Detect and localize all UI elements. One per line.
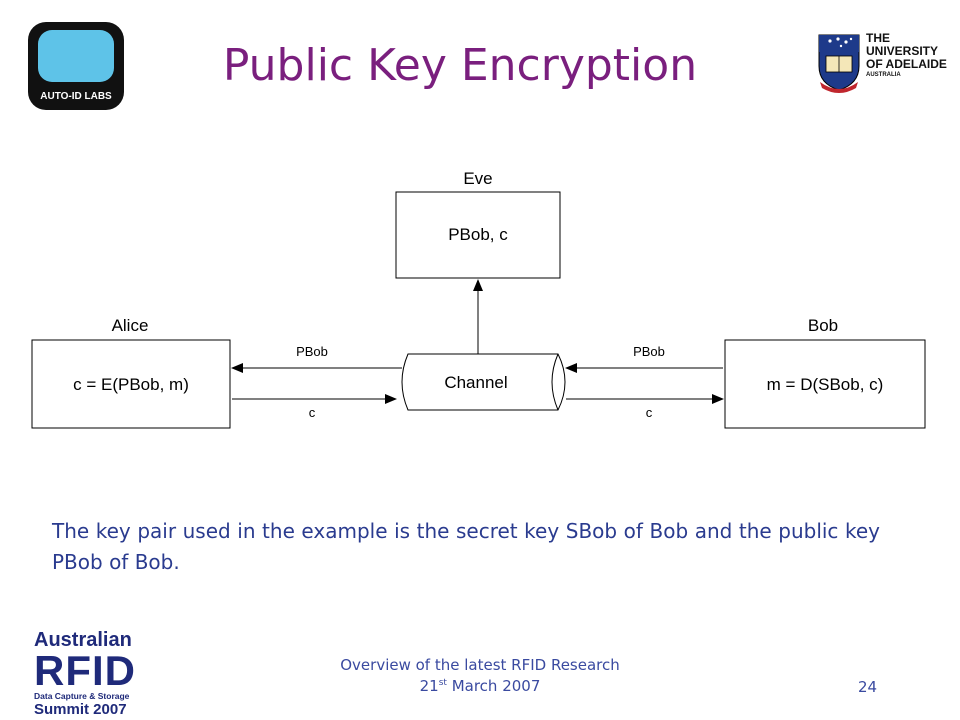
eve-box — [395, 191, 561, 279]
channel-to-bob-label: c — [646, 405, 653, 420]
summit-line3: Data Capture & Storage — [34, 691, 130, 701]
bob-label: Bob — [808, 316, 838, 335]
university-line1: THE UNIVERSITY — [866, 31, 939, 58]
eve-label: Eve — [463, 169, 492, 188]
encryption-diagram: Eve PBob, c Alice c = E(PBob, m) Bob m =… — [31, 169, 926, 429]
bob-box — [724, 339, 926, 429]
alice-box-text: c = E(PBob, m) — [73, 375, 189, 394]
summit-line2: RFID — [34, 647, 136, 694]
footer: Overview of the latest RFID Research 21s… — [290, 656, 670, 695]
bob-box-text: m = D(SBob, c) — [767, 375, 884, 394]
alice-box — [31, 339, 231, 429]
bob-to-channel-label: PBob — [633, 344, 665, 359]
slide-title: Public Key Encryption — [222, 40, 698, 91]
channel-end — [551, 353, 559, 411]
footer-title: Overview of the latest RFID Research — [340, 656, 620, 674]
channel-label: Channel — [444, 373, 507, 392]
university-name: THE UNIVERSITY OF ADELAIDE AUSTRALIA — [866, 32, 960, 79]
alice-to-channel-label: c — [309, 405, 316, 420]
summit-line4: Summit 2007 — [34, 700, 127, 718]
auto-id-labs-logo-text: AUTO-ID LABS — [40, 91, 112, 102]
auto-id-labs-logo: AUTO-ID LABS — [28, 22, 124, 110]
university-crest-logo — [818, 34, 860, 93]
university-line2: OF ADELAIDE — [866, 57, 947, 71]
rfid-summit-logo: Australian RFID Data Capture & Storage S… — [34, 630, 144, 717]
body-paragraph: The key pair used in the example is the … — [52, 519, 880, 574]
footer-date-rest: March 2007 — [446, 677, 541, 695]
university-line3: AUSTRALIA — [866, 72, 901, 78]
footer-date-day: 21 — [419, 677, 439, 695]
summit-line1: Australian — [34, 629, 132, 651]
channel-to-alice-label: PBob — [296, 344, 328, 359]
eve-box-text: PBob, c — [448, 225, 508, 244]
footer-date-suffix: st — [438, 678, 447, 688]
page-number: 24 — [858, 678, 878, 696]
footer-date: 21st March 2007 — [290, 674, 670, 695]
alice-label: Alice — [112, 316, 149, 335]
